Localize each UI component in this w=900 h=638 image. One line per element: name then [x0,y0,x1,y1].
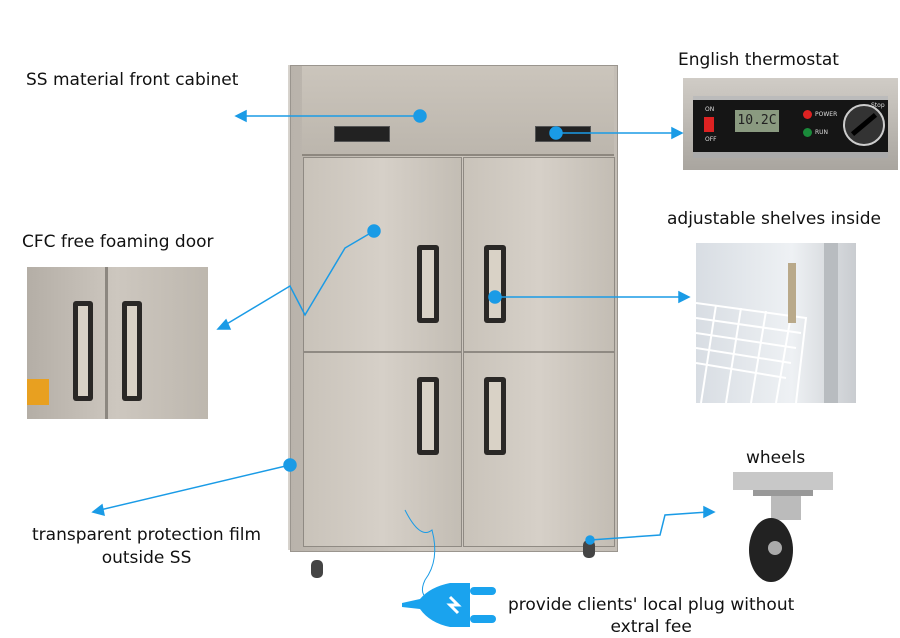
label-plug-line1: provide clients' local plug without [508,595,795,615]
callout-wheels [589,511,709,541]
callout-dot-thermostat [549,126,563,140]
label-shelves: adjustable shelves inside [667,209,881,229]
thermostat-photo: ON OFF 10.2C POWER RUN Stop [683,78,898,170]
wheel-left [311,560,323,578]
callout-film [99,464,291,511]
door-closeup-handle-right [122,301,142,401]
callout-dot-foaming-door [367,224,381,238]
power-led-icon [803,110,812,119]
door-gap [105,267,108,419]
label-film-line1: transparent protection film [32,525,262,545]
handle-upper-left[interactable] [417,245,439,323]
callout-dot-wheels [585,535,595,545]
wheel-right [583,540,595,558]
handle-lower-left[interactable] [417,377,439,455]
callout-dot-front-cabinet [413,109,427,123]
fridge-display-right [535,126,591,142]
label-thermostat: English thermostat [678,50,839,70]
power-label: POWER [815,111,838,118]
label-foaming-door: CFC free foaming door [22,232,214,252]
shelves-photo [696,243,856,403]
run-led-icon [803,128,812,137]
wheel-photo [733,470,833,590]
stop-label: Stop [871,102,885,109]
thermostat-panel: ON OFF 10.2C POWER RUN Stop [693,96,888,158]
power-switch-icon [704,117,714,132]
plug-icon [402,583,496,627]
label-front-cabinet: SS material front cabinet [26,70,239,90]
callout-foaming-door [224,230,375,326]
fridge-display-left [334,126,390,142]
caster-wheel-graphic [733,472,833,582]
plug-cord [404,509,436,601]
thermostat-knob [843,104,885,146]
door-closeup-handle-left [73,301,93,401]
label-wheels: wheels [746,448,806,468]
label-plug: provide clients' local plug without extr… [508,594,794,638]
label-plug-line2: extral fee [610,617,692,637]
temperature-display: 10.2C [735,110,779,132]
handle-lower-right[interactable] [484,377,506,455]
sticker [27,379,49,405]
door-closeup-photo [27,267,208,419]
run-label: RUN [815,129,829,136]
on-label: ON [705,106,715,113]
callout-dot-shelves [488,290,502,304]
label-film-line2: outside SS [101,548,192,568]
callout-dot-film [283,458,297,472]
off-label: OFF [705,136,717,143]
label-film: transparent protection film outside SS [32,524,261,570]
wire-shelf-graphic [696,243,838,403]
